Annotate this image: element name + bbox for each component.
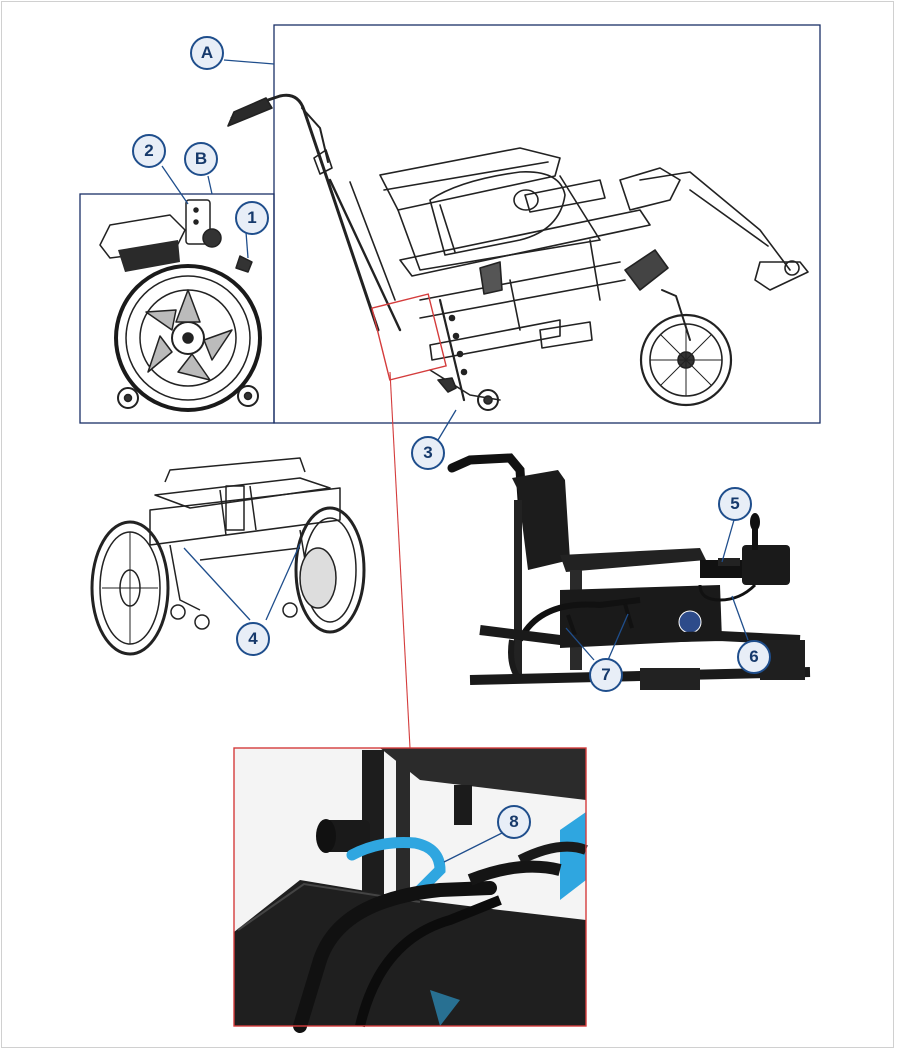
wheelchair-side-drawing bbox=[227, 93, 809, 411]
callout-1: 1 bbox=[235, 201, 269, 235]
detail-leader-line bbox=[389, 371, 411, 749]
detail-photo-frame bbox=[233, 747, 587, 1027]
frame-rear-drawing bbox=[90, 457, 366, 656]
callout-4: 4 bbox=[236, 622, 270, 656]
callout-2: 2 bbox=[132, 134, 166, 168]
callout-5: 5 bbox=[718, 487, 752, 521]
detail-highlight-box bbox=[371, 293, 447, 381]
callout-8: 8 bbox=[497, 805, 531, 839]
callout-3: 3 bbox=[411, 436, 445, 470]
rear-wheel-drawing bbox=[99, 199, 262, 412]
callout-a: A bbox=[190, 36, 224, 70]
power-chair-photo bbox=[447, 452, 811, 704]
callout-6: 6 bbox=[737, 640, 771, 674]
callout-leaders bbox=[161, 59, 749, 863]
callout-7: 7 bbox=[589, 658, 623, 692]
detail-photo bbox=[234, 748, 588, 1033]
callout-b: B bbox=[184, 142, 218, 176]
panel-b-frame bbox=[79, 193, 275, 424]
